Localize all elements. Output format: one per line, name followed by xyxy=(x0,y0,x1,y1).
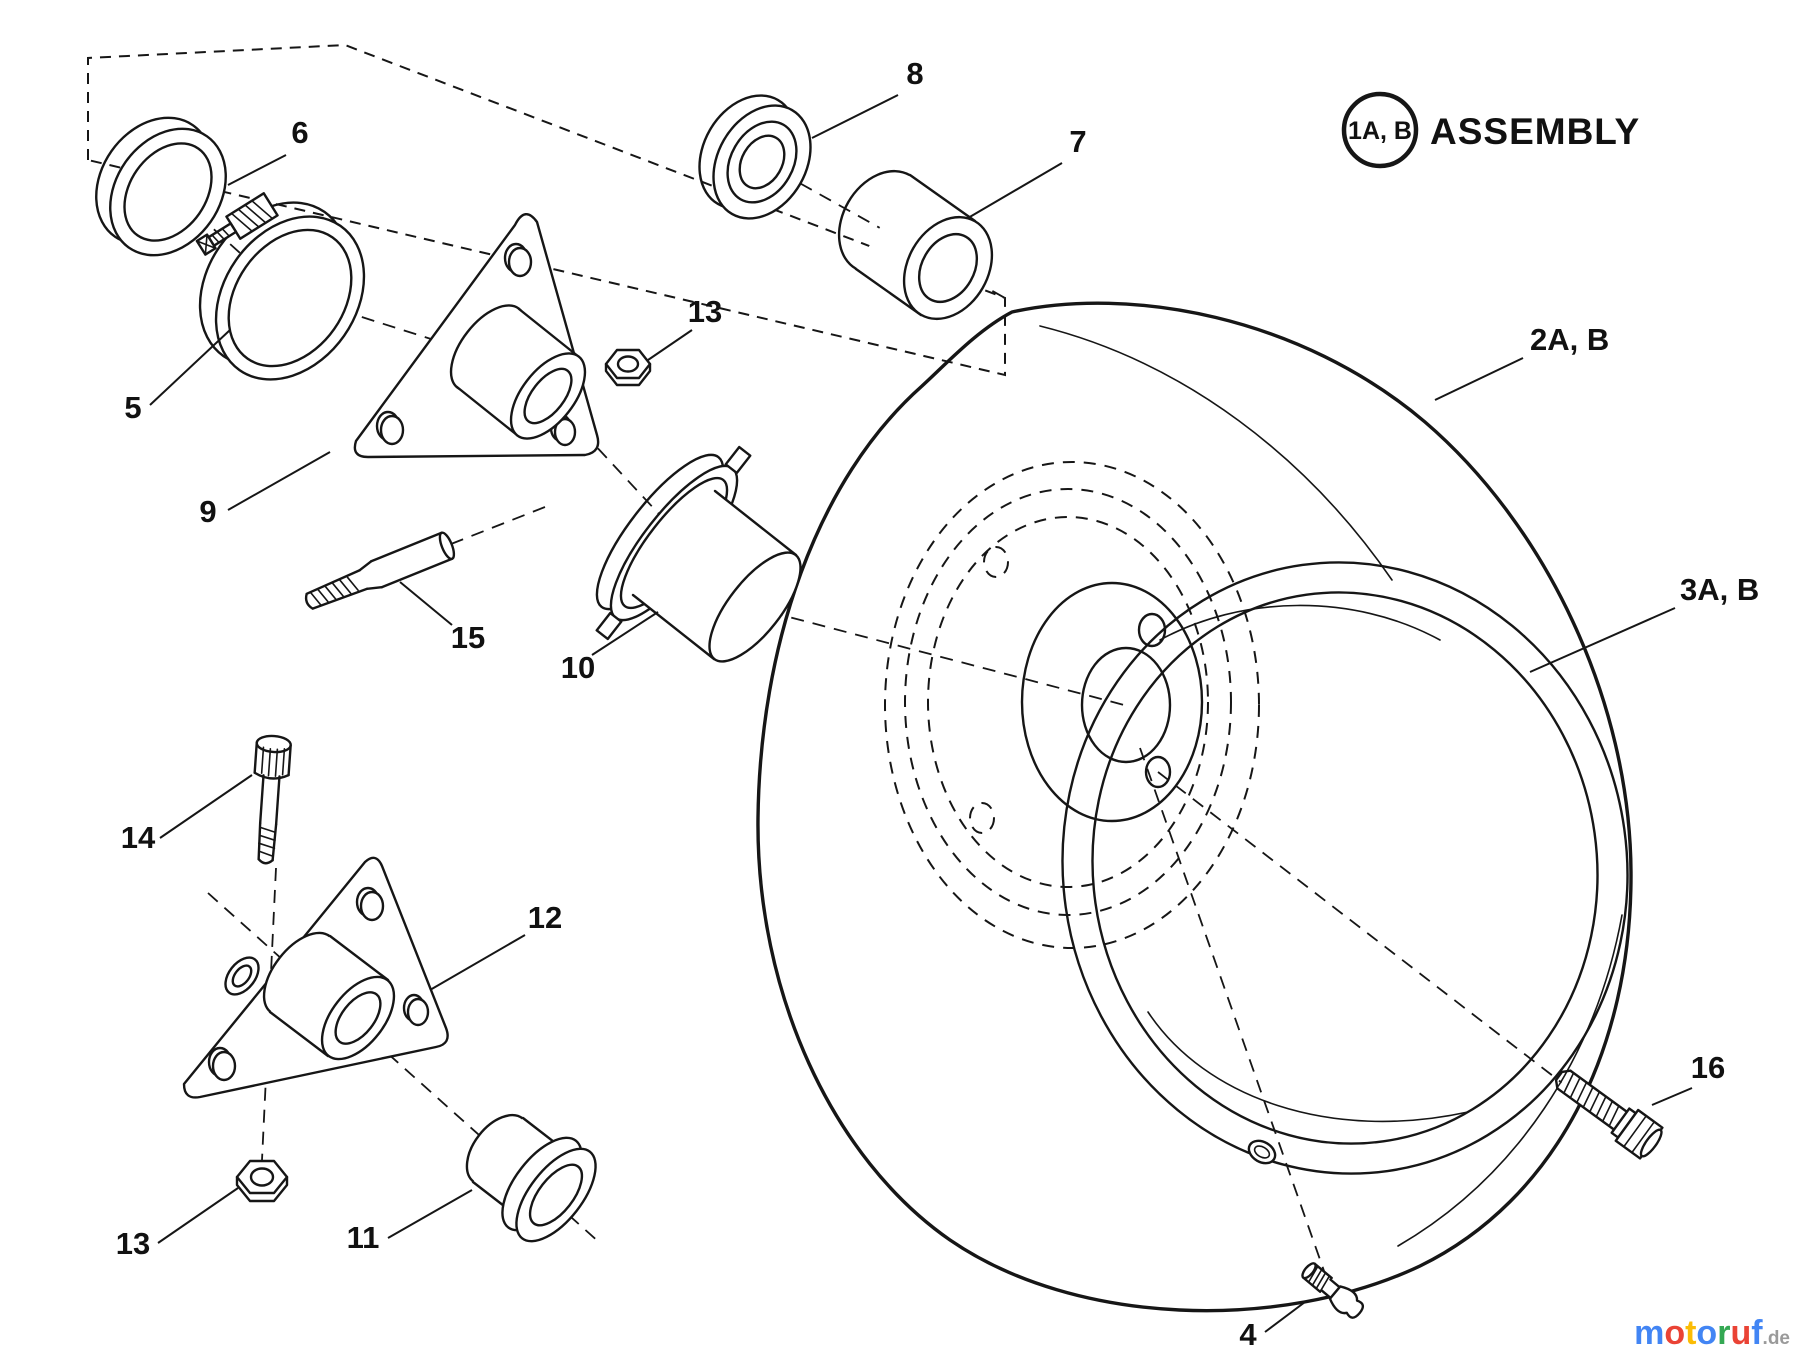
callout-8: 8 xyxy=(906,56,923,91)
callout-16: 16 xyxy=(1691,1050,1725,1085)
part-tire-2ab xyxy=(756,301,1633,1313)
part-bolt-16 xyxy=(1554,1069,1664,1160)
tire-outline xyxy=(756,301,1633,1313)
leader-7 xyxy=(967,162,1063,219)
leader-5 xyxy=(149,329,231,406)
leader-2 xyxy=(1434,357,1524,401)
part-bearing-8 xyxy=(698,94,812,220)
part-bolt-14 xyxy=(253,734,292,865)
part-stud-15 xyxy=(304,531,456,610)
leader-10 xyxy=(591,611,659,656)
assembly-boundary xyxy=(87,43,1006,377)
leader-15 xyxy=(399,581,453,626)
part-hub-drum-10 xyxy=(595,445,802,663)
watermark-logo[interactable]: motoruf.de xyxy=(1634,1316,1790,1350)
callout-13-lower: 13 xyxy=(116,1226,150,1261)
part-nut-13-upper xyxy=(604,348,652,387)
assembly-badge-label: 1A, B xyxy=(1348,117,1412,145)
callout-4: 4 xyxy=(1239,1317,1257,1352)
leader-6 xyxy=(227,154,287,186)
part-clamp-5 xyxy=(195,192,366,381)
callout-6: 6 xyxy=(291,115,308,150)
leader-12 xyxy=(429,934,526,991)
callout-12: 12 xyxy=(528,900,562,935)
hub-bore xyxy=(1080,646,1172,764)
leader-11 xyxy=(387,1189,473,1239)
part-nut-13-lower xyxy=(235,1159,289,1203)
leader-14 xyxy=(159,774,253,839)
callout-11: 11 xyxy=(347,1220,380,1255)
callout-9: 9 xyxy=(199,494,216,529)
callout-2: 2A, B xyxy=(1530,322,1609,357)
callouts: 8 7 6 5 13 9 15 10 14 12 13 11 2A, B 3A,… xyxy=(116,56,1759,1352)
watermark-word: motoruf xyxy=(1634,1314,1763,1352)
part-bushing-11 xyxy=(465,1113,597,1243)
leader-8 xyxy=(811,94,899,139)
leader-13b xyxy=(157,1187,239,1244)
leader-13a xyxy=(647,329,693,361)
leader-16 xyxy=(1651,1087,1693,1106)
rim-lip xyxy=(1091,591,1599,1145)
assembly-badge: 1A, B ASSEMBLY xyxy=(1341,91,1640,169)
lug-hole-top xyxy=(1137,612,1167,648)
callout-7: 7 xyxy=(1069,124,1086,159)
part-rim-3ab xyxy=(1091,591,1599,1165)
part-flange-plate-12 xyxy=(182,856,449,1099)
watermark-suffix: .de xyxy=(1762,1328,1790,1349)
leader-4 xyxy=(1264,1301,1306,1333)
part-valve-stem-4 xyxy=(1301,1262,1365,1319)
callout-3: 3A, B xyxy=(1680,572,1759,607)
callout-15: 15 xyxy=(451,620,485,655)
part-ring-6 xyxy=(95,116,227,257)
part-bearing-cup-7 xyxy=(837,169,994,321)
callout-10: 10 xyxy=(561,650,595,685)
clamp-screw xyxy=(195,192,279,256)
leader-9 xyxy=(227,451,331,511)
leader-3 xyxy=(1529,607,1676,673)
assembly-title: ASSEMBLY xyxy=(1430,111,1640,152)
part-flange-plate-9 xyxy=(353,213,600,459)
tire-bead xyxy=(1061,561,1629,1175)
assembly-badge-circle xyxy=(1341,91,1419,169)
callout-13-upper: 13 xyxy=(688,294,722,329)
callout-14: 14 xyxy=(121,820,156,855)
callout-5: 5 xyxy=(124,390,141,425)
